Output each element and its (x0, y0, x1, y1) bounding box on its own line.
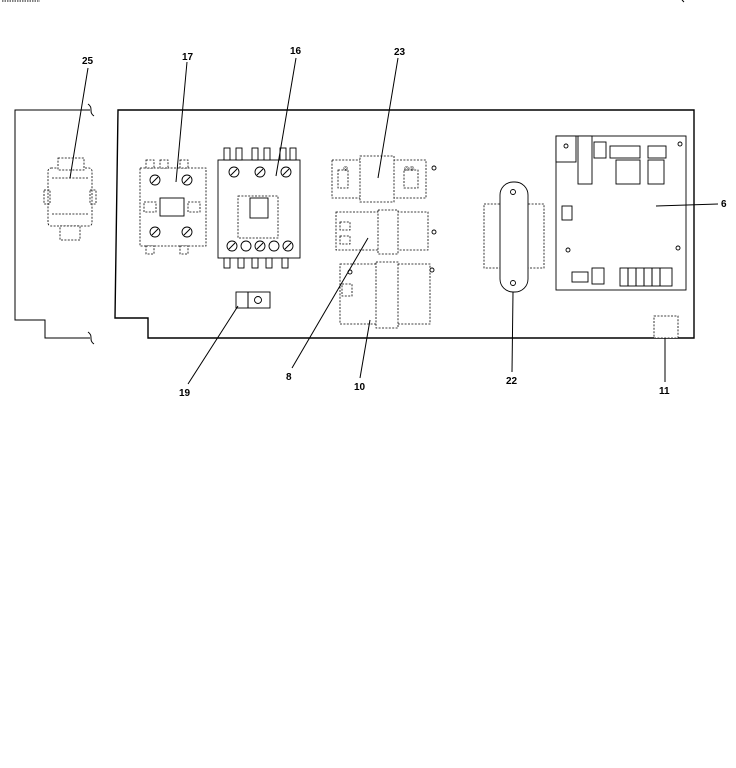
callout-10: 10 (354, 382, 366, 393)
leader-lines (69, 57, 719, 385)
part-25-relay (43, 157, 97, 241)
part-17-contactor (139, 159, 207, 255)
callout-17: 17 (182, 52, 194, 63)
control-panel (114, 109, 695, 339)
callout-11: 11 (659, 386, 670, 397)
callout-labels: 25 17 16 23 6 19 8 10 22 11 (82, 46, 727, 399)
callout-25: 25 (82, 56, 94, 67)
header-marks (2, 0, 685, 3)
callout-16: 16 (290, 46, 302, 57)
part-6-control-board (555, 135, 687, 291)
callout-19: 19 (179, 388, 191, 399)
callout-6: 6 (721, 199, 727, 210)
mounting-bracket (14, 103, 95, 345)
svg-text:◎: ◎ (343, 166, 348, 172)
callout-22: 22 (506, 376, 518, 387)
part-8-relay (335, 209, 437, 255)
part-22-transformer (483, 181, 545, 293)
svg-text:◎◎: ◎◎ (404, 166, 414, 172)
part-16-contactor (217, 147, 301, 269)
part-11-component (653, 315, 679, 339)
callout-8: 8 (286, 372, 292, 383)
part-19-clip (235, 291, 271, 309)
callout-23: 23 (394, 47, 406, 58)
part-23-relay: ◎ ◎◎ (331, 155, 437, 203)
part-10-relay (339, 261, 435, 329)
